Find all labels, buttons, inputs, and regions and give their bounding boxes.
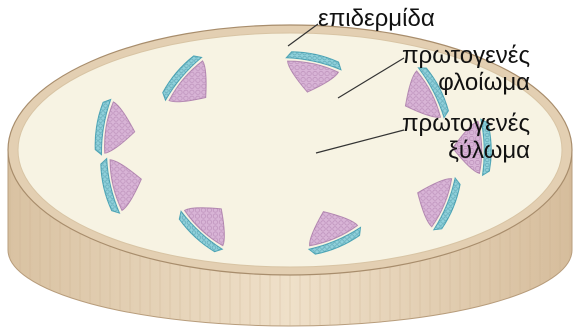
- epidermis-label: επιδερμίδα: [318, 5, 435, 32]
- primary-xylem-label: πρωτογενές ξύλωμα: [402, 110, 530, 164]
- primary-phloem-label-line-2: φλοίωμα: [402, 69, 530, 96]
- primary-xylem-label-line-1: πρωτογενές: [402, 110, 530, 137]
- epidermis-label-text: επιδερμίδα: [318, 5, 435, 32]
- primary-xylem-label-line-2: ξύλωμα: [402, 137, 530, 164]
- primary-phloem-label-line-1: πρωτογενές: [402, 42, 530, 69]
- primary-phloem-label: πρωτογενές φλοίωμα: [402, 42, 530, 96]
